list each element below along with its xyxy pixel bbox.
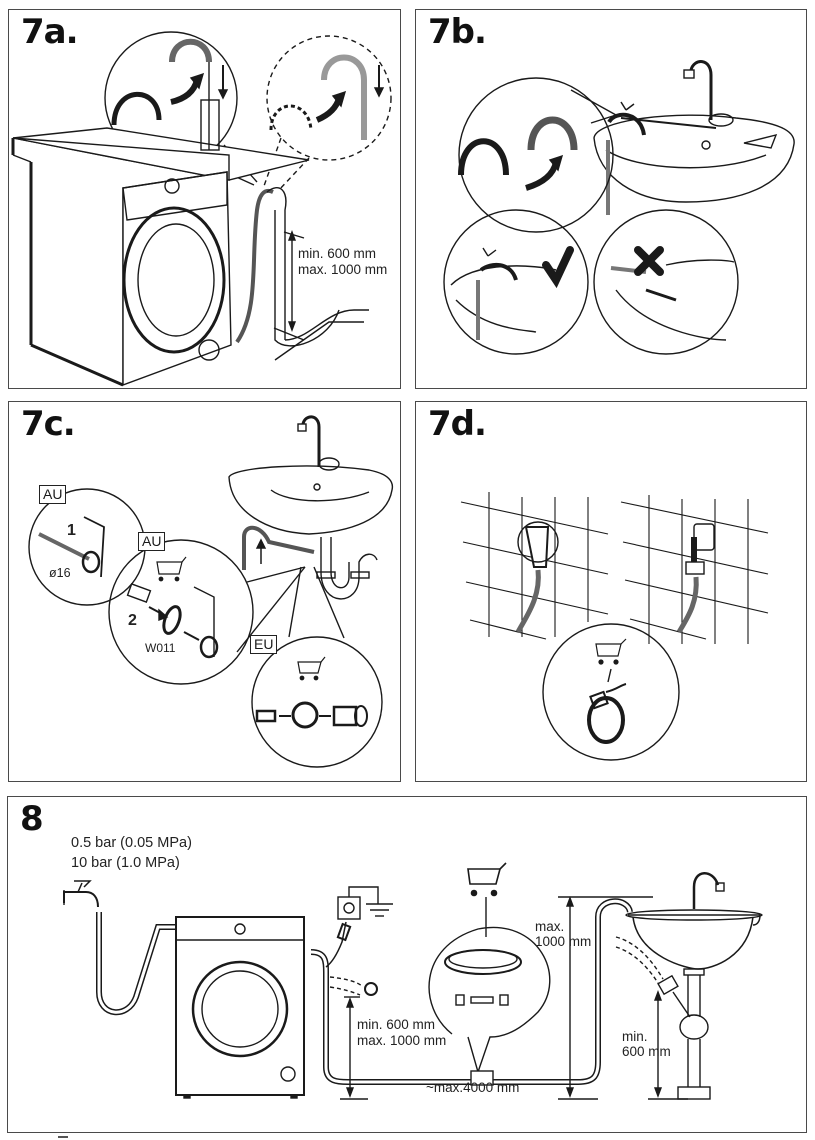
drain-height-max: max. 1000 mm	[357, 1033, 447, 1048]
hose-length-label: ~max.4000 mm	[426, 1080, 520, 1095]
panel-7a: 7a.	[8, 9, 401, 389]
diameter-label: ø16	[49, 566, 71, 580]
power-socket-icon	[337, 896, 361, 920]
illustration-7c	[28, 415, 394, 768]
illustration-8	[63, 862, 763, 1100]
curved-arrow-icon	[525, 161, 559, 191]
panel-label-7b: 7b.	[428, 12, 487, 52]
plug-icon	[325, 921, 347, 968]
sink-max-line1: max.	[535, 919, 565, 934]
sink-siphon-icon	[320, 537, 378, 600]
shopping-cart-icon	[297, 656, 326, 681]
illustration-7a	[11, 31, 392, 387]
water-tap-icon	[63, 880, 99, 908]
faucet-icon	[689, 60, 713, 120]
dimension-min: min. 600 mm	[298, 246, 377, 261]
illustration-7b	[443, 60, 795, 355]
footer-mark	[58, 1136, 68, 1138]
sink-min-line1: min.	[622, 1029, 648, 1044]
illustration-7d	[460, 492, 769, 761]
region-tag-au-2: AU	[138, 532, 166, 551]
sink-icon	[615, 909, 763, 1100]
hose-clamp-icon	[291, 701, 319, 729]
panel-label-7d: 7d.	[428, 404, 487, 444]
drain-outlet-icon	[524, 526, 550, 568]
ground-icon	[366, 903, 393, 917]
faucet-icon	[692, 872, 720, 909]
dimension-max: max. 1000 mm	[298, 262, 388, 277]
drain-height-min: min. 600 mm	[357, 1017, 436, 1032]
shopping-cart-icon	[156, 556, 187, 582]
drain-hose	[235, 189, 274, 344]
panel-label-8: 8	[20, 799, 44, 839]
u-hose-guide-icon	[111, 91, 162, 126]
region-tag-au-1: AU	[39, 485, 67, 504]
detail-circle-dashed	[266, 35, 392, 161]
step-number-2: 2	[128, 612, 137, 629]
wrong-cross-icon	[634, 246, 664, 276]
washing-machine-icon	[11, 127, 310, 387]
shopping-cart-icon	[595, 638, 627, 665]
panel-label-7c: 7c.	[21, 404, 76, 444]
step-number-1: 1	[67, 522, 76, 539]
pressure-min: 0.5 bar (0.05 MPa)	[71, 835, 192, 851]
panel-7b: 7b.	[415, 9, 807, 389]
panel-7d: 7d.	[415, 401, 807, 782]
curved-arrow-icon	[170, 79, 200, 105]
region-tag-eu: EU	[250, 635, 278, 654]
extension-bubble	[428, 926, 551, 1075]
faucet-icon	[301, 415, 321, 467]
sink-icon	[228, 465, 394, 535]
sink-icon	[593, 114, 795, 203]
shopping-cart-icon	[467, 862, 507, 897]
part-number-label: W011	[145, 641, 176, 655]
washing-machine-icon	[175, 916, 305, 1099]
u-hose-guide-icon	[458, 138, 509, 176]
panel-8: 8	[7, 796, 807, 1133]
panel-label-7a: 7a.	[21, 12, 79, 52]
pressure-max: 10 bar (1.0 MPa)	[71, 855, 180, 871]
sink-max-line2: 1000 mm	[535, 934, 592, 949]
panel-7c: 7c.	[8, 401, 401, 782]
hose-clamp-icon	[162, 605, 182, 635]
correct-check-icon	[542, 246, 574, 289]
wall-tiles-icon	[460, 492, 769, 644]
sink-min-line2: 600 mm	[622, 1044, 671, 1059]
